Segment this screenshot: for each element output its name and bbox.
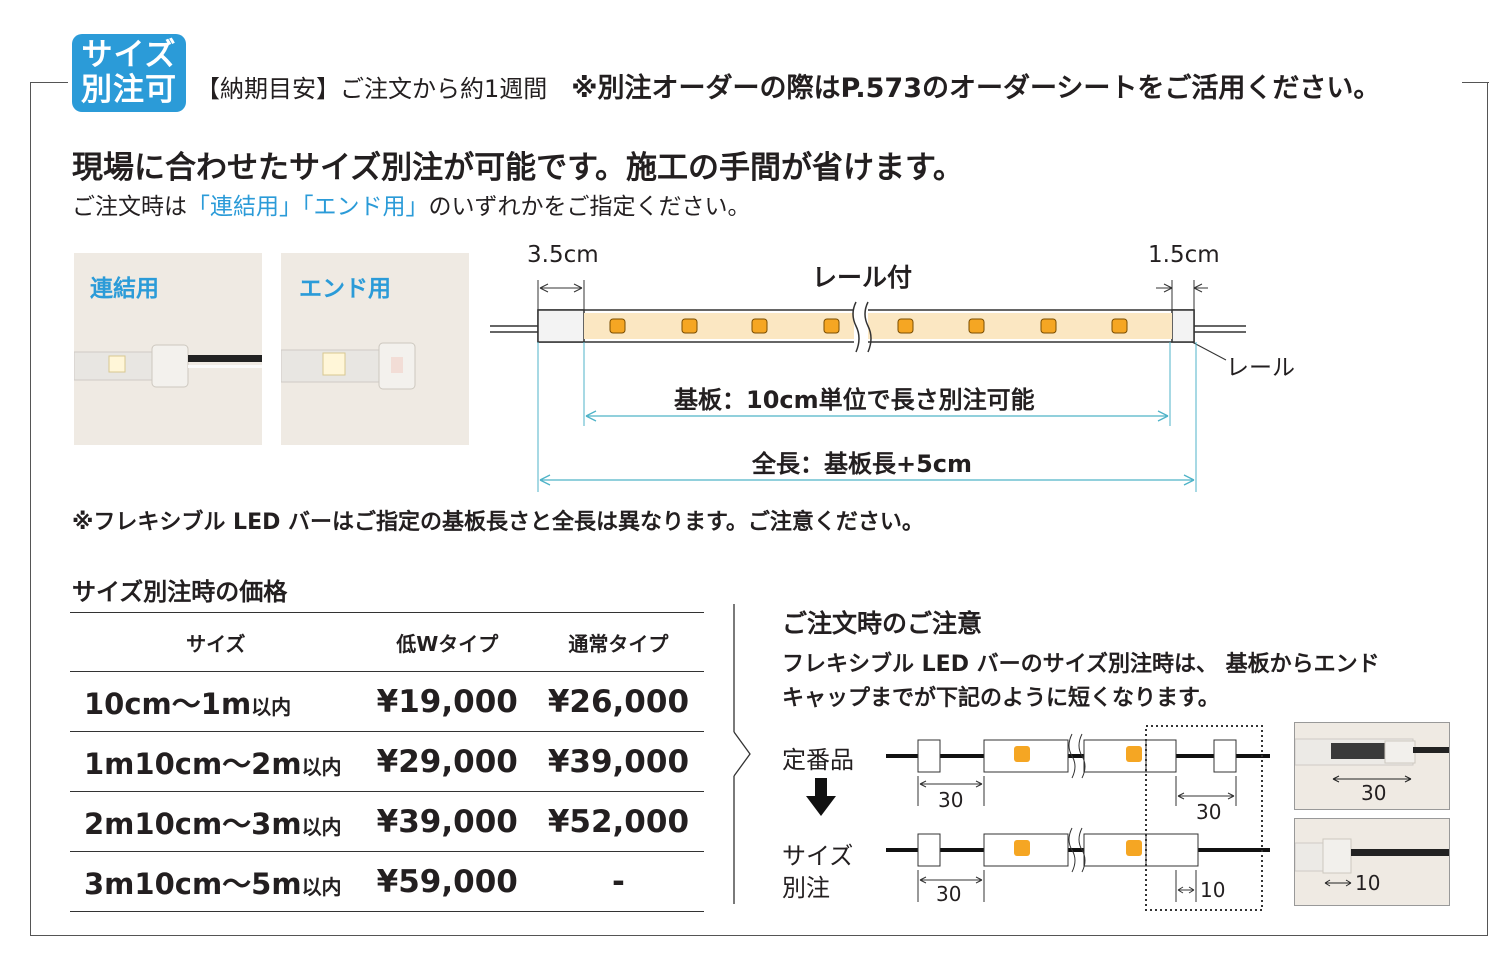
led-chip	[897, 318, 914, 334]
chevron-right-icon	[733, 731, 751, 777]
size-range: 1m10cm～2m	[84, 746, 302, 781]
photo-end-label: エンド用	[299, 276, 391, 302]
photo-dim-10: 10	[1355, 871, 1381, 895]
header-normal: 通常タイプ	[532, 612, 704, 672]
connect-photo-illustration	[74, 344, 262, 388]
header-low-w: 低Wタイプ	[361, 612, 533, 672]
low-w-price: ¥39,000	[361, 791, 533, 852]
led-chip	[968, 318, 985, 334]
caution-body-line-1: フレキシブル LED バーのサイズ別注時は、 基板からエンド	[782, 652, 1380, 677]
dim-30-custom-left: 30	[936, 882, 962, 906]
photo-connect-type: 連結用	[74, 253, 262, 445]
low-w-price: ¥19,000	[361, 671, 533, 732]
caution-body-line-2: キャップまでが下記のように短くなります。	[782, 686, 1220, 711]
table-row: 1m10cm～2m以内 ¥29,000 ¥39,000	[70, 731, 704, 792]
led-chips	[609, 318, 1128, 334]
subline: ご注文時は「連結用」「エンド用」のいずれかをご指定ください。	[72, 187, 751, 221]
normal-price: ¥52,000	[532, 791, 704, 852]
header-size: サイズ	[70, 612, 362, 672]
total-length-label: 全長：基板長+5cm	[752, 450, 973, 478]
caution-body: フレキシブル LED バーのサイズ別注時は、 基板からエンド キャップまでが下記…	[782, 648, 1472, 716]
table-row: 2m10cm～3m以内 ¥39,000 ¥52,000	[70, 791, 704, 852]
dim-10-custom-right: 10	[1200, 878, 1226, 902]
table-row: 3m10cm～5m以内 ¥59,000 -	[70, 851, 704, 912]
size-range: 10cm～1m	[84, 686, 252, 721]
end-cap-left	[537, 309, 585, 343]
price-table: サイズ 低Wタイプ 通常タイプ 10cm～1m以内 ¥19,000 ¥26,00…	[70, 612, 704, 912]
standard-label: 定番品	[782, 746, 854, 774]
size-range: 2m10cm～3m	[84, 806, 302, 841]
length-difference-note: ※フレキシブル LED バーはご指定の基板長さと全長は異なります。ご注意ください…	[72, 510, 924, 535]
table-row: 10cm～1m以内 ¥19,000 ¥26,000	[70, 671, 704, 732]
end-cap-comparison-diagram	[886, 725, 1270, 911]
rail-label: レール	[1226, 355, 1295, 381]
order-sheet-note: ※別注オーダーの際はP.573のオーダーシートをご活用ください。	[571, 73, 1381, 104]
frame-top-right-line	[1462, 82, 1489, 83]
dim-30-standard-right: 30	[1196, 800, 1222, 824]
low-w-price: ¥29,000	[361, 731, 533, 792]
led-chip	[751, 318, 768, 334]
price-title: サイズ別注時の価格	[72, 578, 288, 606]
subline-option-connect: 「連結用」	[187, 194, 302, 220]
led-board	[584, 313, 1172, 339]
led-chip	[609, 318, 626, 334]
size-cell: 10cm～1m以内	[70, 671, 362, 732]
custom-size-badge: サイズ 別注可	[72, 34, 186, 112]
left-dim-label: 3.5cm	[527, 242, 599, 268]
subline-pre: ご注文時は	[72, 194, 187, 220]
normal-price: -	[532, 851, 704, 912]
size-cell: 2m10cm～3m以内	[70, 791, 362, 852]
photo-connect-label: 連結用	[90, 276, 159, 302]
break-line-left	[852, 301, 860, 353]
badge-line-1: サイズ	[81, 37, 177, 73]
caution-title: ご注文時のご注意	[782, 609, 983, 638]
size-cell: 3m10cm～5m以内	[70, 851, 362, 912]
normal-price: ¥26,000	[532, 671, 704, 732]
led-chip	[1111, 318, 1128, 334]
custom-label-1: サイズ	[782, 842, 854, 870]
price-table-header: サイズ 低Wタイプ 通常タイプ	[70, 612, 704, 672]
rail-diagram	[490, 280, 1246, 492]
frame-top-left-line	[30, 82, 68, 83]
size-unit: 以内	[251, 694, 292, 719]
size-cell: 1m10cm～2m以内	[70, 731, 362, 792]
right-dim-label: 1.5cm	[1148, 242, 1220, 268]
arrow-down-icon	[806, 778, 836, 818]
board-length-label: 基板：10cm単位で長さ別注可能	[674, 386, 1035, 414]
size-unit: 以内	[301, 874, 342, 899]
content-frame	[30, 82, 1488, 936]
end-photo-illustration	[281, 342, 416, 390]
delivery-estimate: 【納期目安】ご注文から約1週間	[196, 75, 548, 103]
led-chip	[1040, 318, 1057, 334]
badge-line-2: 別注可	[81, 72, 177, 108]
rail-title: レール付	[812, 263, 913, 292]
photo-dim-30: 30	[1361, 781, 1387, 805]
section-divider	[733, 604, 751, 904]
led-chip	[823, 318, 840, 334]
custom-label-2: 別注	[782, 874, 830, 902]
size-unit: 以内	[301, 754, 342, 779]
led-chip	[681, 318, 698, 334]
header-note: 【納期目安】ご注文から約1週間 ※別注オーダーの際はP.573のオーダーシートをご…	[196, 66, 1380, 105]
break-line-right	[864, 301, 872, 353]
size-unit: 以内	[301, 814, 342, 839]
low-w-price: ¥59,000	[361, 851, 533, 912]
normal-price: ¥39,000	[532, 731, 704, 792]
dim-30-standard-left: 30	[938, 788, 964, 812]
subline-post: のいずれかをご指定ください。	[428, 194, 751, 220]
size-range: 3m10cm～5m	[84, 866, 302, 901]
headline: 現場に合わせたサイズ別注が可能です。施工の手間が省けます。	[72, 150, 964, 186]
end-cap-right	[1171, 309, 1195, 343]
rail-leader-line	[1191, 341, 1227, 361]
photo-end-type: エンド用	[281, 253, 469, 445]
subline-option-end: 「エンド用」	[302, 194, 429, 220]
photo-custom-cap: 10	[1294, 818, 1450, 906]
photo-standard-cap: 30	[1294, 722, 1450, 810]
